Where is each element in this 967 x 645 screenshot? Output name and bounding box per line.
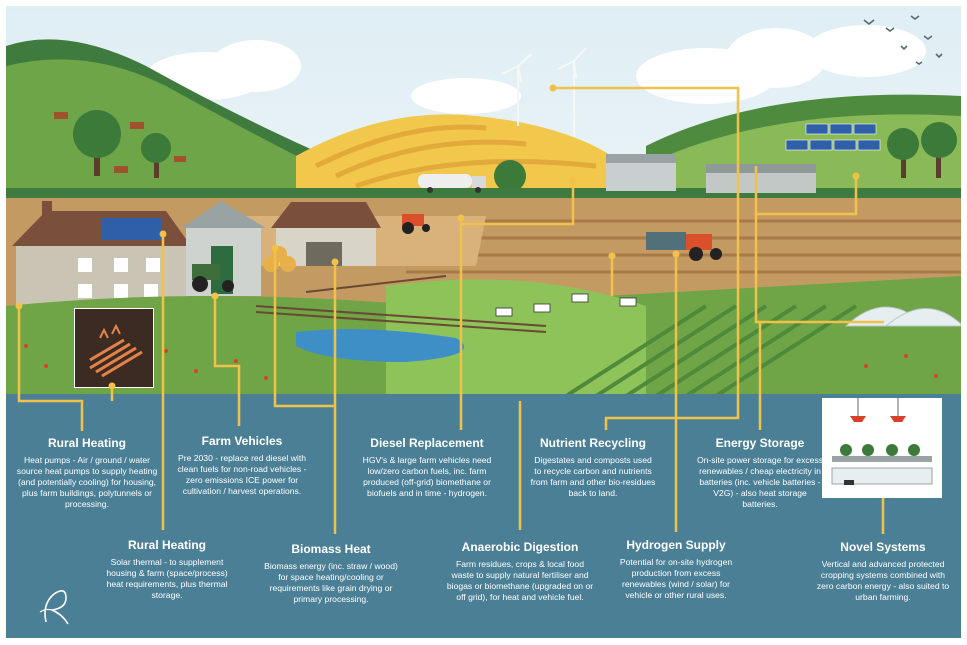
- card-title: Nutrient Recycling: [539, 436, 647, 450]
- card-description: Farm residues, crops & local food waste …: [446, 559, 594, 602]
- card-description: Potential for on-site hydrogen productio…: [619, 557, 733, 600]
- card-farm-vehicles: Farm Vehicles Pre 2030 - replace red die…: [174, 434, 310, 497]
- tree-icon: [73, 110, 957, 206]
- card-description: Pre 2030 - replace red diesel with clean…: [177, 453, 307, 496]
- card-novel-systems: Novel Systems Vertical and advanced prot…: [814, 540, 952, 603]
- card-title: Rural Heating: [127, 538, 206, 552]
- clouds: [146, 25, 926, 114]
- card-description: HGV's & large farm vehicles need low/zer…: [362, 455, 492, 498]
- card-title: Energy Storage: [715, 436, 805, 450]
- card-description: Vertical and advanced protected cropping…: [816, 559, 950, 602]
- card-title: Hydrogen Supply: [626, 538, 726, 552]
- underfloor-heating-icon: [74, 308, 154, 388]
- house-icon: [12, 201, 381, 310]
- card-diesel-replacement: Diesel Replacement HGV's & large farm ve…: [362, 436, 492, 499]
- card-description: On-site power storage for excess renewab…: [696, 455, 824, 509]
- farm-scene: [6, 6, 961, 396]
- card-nutrient-recycling: Nutrient Recycling Digestates and compos…: [530, 436, 656, 499]
- cow-icon: [54, 112, 186, 173]
- card-title: Farm Vehicles: [201, 434, 283, 448]
- card-title: Diesel Replacement: [370, 436, 484, 450]
- tractor-icon: [192, 214, 722, 292]
- connector-lines: [15, 84, 885, 534]
- bird-icon: [863, 15, 943, 65]
- cow-icon: [495, 293, 637, 317]
- solar-panel-icon: [785, 123, 881, 151]
- card-description: Digestates and composts used to recycle …: [530, 455, 656, 498]
- card-title: Anaerobic Digestion: [461, 540, 579, 554]
- card-description: Biomass energy (inc. straw / wood) for s…: [264, 561, 398, 604]
- card-biomass-heat: Biomass Heat Biomass energy (inc. straw …: [264, 542, 398, 605]
- wind-turbine-icon: [501, 47, 587, 136]
- card-anaerobic-digestion: Anaerobic Digestion Farm residues, crops…: [446, 540, 594, 603]
- card-description: Solar thermal - to supplement housing & …: [106, 557, 228, 600]
- card-description: Heat pumps - Air / ground / water source…: [16, 455, 158, 509]
- card-hydrogen-supply: Hydrogen Supply Potential for on-site hy…: [614, 538, 738, 601]
- info-panel: [6, 394, 961, 638]
- card-rural-heating-heat-pumps: Rural Heating Heat pumps - Air / ground …: [16, 436, 158, 510]
- grow-light-icon: [822, 398, 942, 498]
- barn-icon: [606, 154, 816, 193]
- tanker-lorry-icon: [418, 174, 486, 193]
- logo-mark-icon: [39, 590, 69, 625]
- infographic-frame: Rural Heating Heat pumps - Air / ground …: [6, 6, 961, 638]
- card-title: Rural Heating: [47, 436, 126, 450]
- card-energy-storage: Energy Storage On-site power storage for…: [696, 436, 824, 510]
- card-rural-heating-solar-thermal: Rural Heating Solar thermal - to supplem…: [106, 538, 228, 601]
- card-title: Biomass Heat: [291, 542, 371, 556]
- card-title: Novel Systems: [840, 540, 926, 554]
